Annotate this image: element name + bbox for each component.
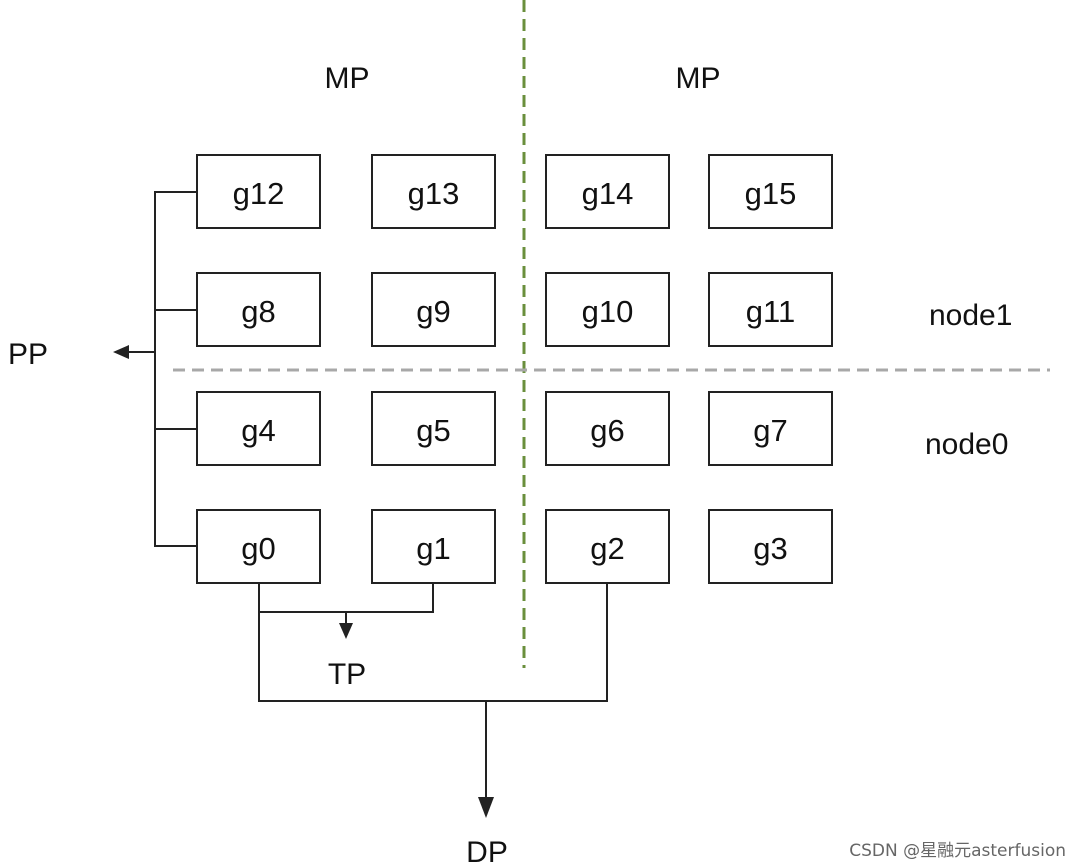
tp-label: TP [328, 658, 366, 691]
gpu-box: g4 [196, 391, 321, 466]
dp-label: DP [466, 836, 508, 867]
watermark-text: CSDN @星融元asterfusion [849, 841, 1066, 861]
gpu-box: g6 [545, 391, 670, 466]
gpu-label: g10 [582, 294, 634, 329]
gpu-rect [371, 154, 496, 229]
gpu-box: g10 [545, 272, 670, 347]
gpu-rect [196, 154, 321, 229]
gpu-rect [708, 154, 833, 229]
gpu-rect [371, 272, 496, 347]
node1-label: node1 [929, 299, 1012, 332]
gpu-label: g0 [241, 531, 275, 566]
gpu-label: g1 [416, 531, 450, 566]
gpu-box: g8 [196, 272, 321, 347]
gpu-box: g2 [545, 509, 670, 584]
gpu-label: g15 [745, 176, 797, 211]
gpu-box: g5 [371, 391, 496, 466]
gpu-box: g12 [196, 154, 321, 229]
dp-connector [258, 583, 608, 818]
gpu-label: g14 [582, 176, 634, 211]
gpu-box: g3 [708, 509, 833, 584]
pp-arrow-icon [113, 345, 129, 359]
gpu-box: g14 [545, 154, 670, 229]
gpu-row-0: g0 g1 g2 g3 [196, 509, 833, 584]
gpu-rect [708, 391, 833, 466]
gpu-label: g9 [416, 294, 450, 329]
tp-arrow-icon [339, 623, 353, 639]
pp-bracket-line [126, 191, 197, 547]
gpu-rect [545, 154, 670, 229]
tp-connector [258, 583, 434, 639]
pp-label: PP [8, 338, 48, 371]
gpu-row-2: g8 g9 g10 g11 [196, 272, 833, 347]
gpu-label: g8 [241, 294, 275, 329]
gpu-label: g5 [416, 413, 450, 448]
gpu-box: g13 [371, 154, 496, 229]
mp-label-left: MP [325, 62, 370, 95]
gpu-box: g1 [371, 509, 496, 584]
gpu-label: g7 [753, 413, 787, 448]
gpu-box: g15 [708, 154, 833, 229]
gpu-label: g6 [590, 413, 624, 448]
gpu-label: g12 [233, 176, 285, 211]
gpu-rect [708, 272, 833, 347]
gpu-box: g7 [708, 391, 833, 466]
gpu-rect [371, 391, 496, 466]
gpu-label: g11 [746, 294, 795, 329]
gpu-label: g3 [753, 531, 787, 566]
gpu-rect [545, 272, 670, 347]
gpu-box: g0 [196, 509, 321, 584]
gpu-row-3: g12 g13 g14 g15 [196, 154, 833, 229]
tp-bracket-line [258, 583, 434, 626]
gpu-rect [545, 509, 670, 584]
mp-label-right: MP [676, 62, 721, 95]
gpu-rect [708, 509, 833, 584]
dp-arrow-icon [478, 797, 494, 818]
gpu-box: g9 [371, 272, 496, 347]
gpu-label: g13 [408, 176, 460, 211]
gpu-rect [371, 509, 496, 584]
gpu-box: g11 [708, 272, 833, 347]
gpu-row-1: g4 g5 g6 g7 [196, 391, 833, 466]
gpu-rect [545, 391, 670, 466]
gpu-label: g2 [590, 531, 624, 566]
gpu-rect [196, 391, 321, 466]
node0-label: node0 [925, 428, 1008, 461]
dp-bracket-line [258, 583, 608, 800]
gpu-label: g4 [241, 413, 275, 448]
pp-connector [113, 191, 197, 547]
